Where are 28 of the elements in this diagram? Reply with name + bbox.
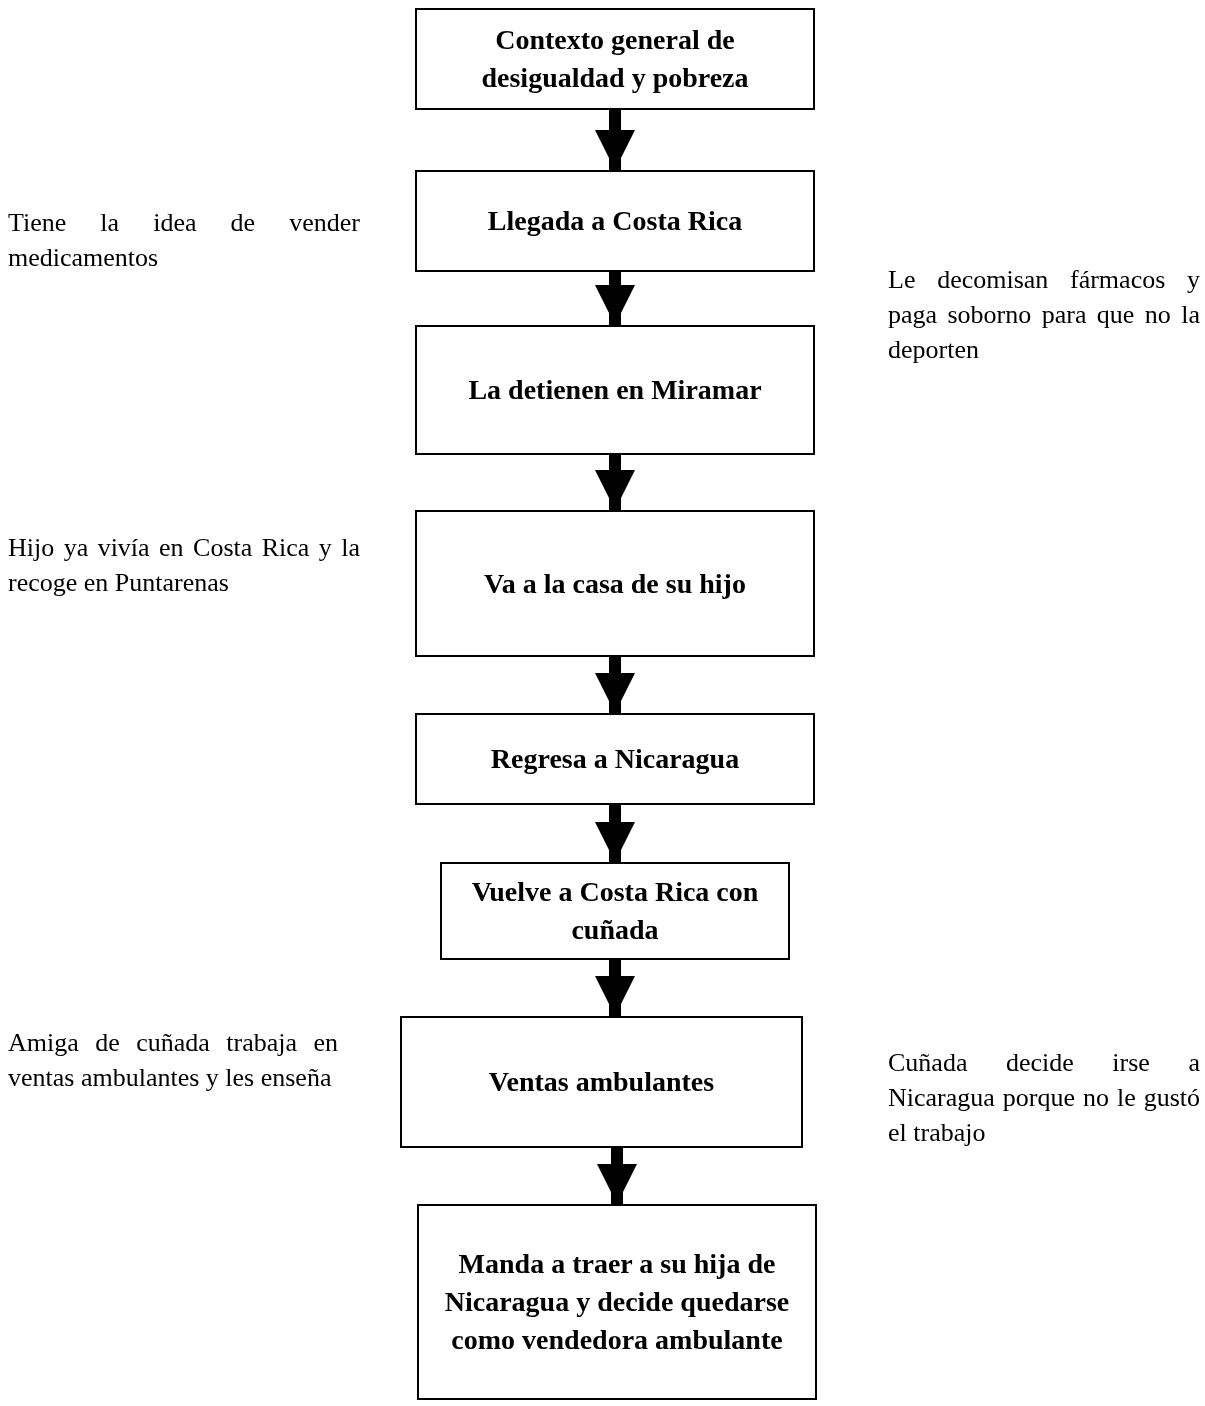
step-text: Contexto general de desigualdad y pobreza [480, 23, 750, 95]
process-box [440, 862, 790, 960]
step-text: Va a la casa de su hijo [484, 566, 746, 601]
process-box [415, 510, 815, 657]
step-text: Vuelve a Costa Rica con cuñada [470, 875, 760, 947]
step-text: Manda a traer a su hija de Nicaragua y decide quedarse como vendedora ambulante [443, 1247, 791, 1357]
step-text: La detienen en Miramar [468, 373, 762, 408]
process-box [415, 8, 815, 110]
arrow [595, 272, 635, 325]
arrow [597, 1148, 637, 1204]
process-box [400, 1016, 803, 1148]
side-note: Cuñada decide irse a Nicaragua porque no le gustó el trabajo [888, 1047, 1200, 1150]
step-text: Regresa a Nicaragua [490, 742, 740, 777]
arrow [595, 110, 635, 170]
process-box [417, 1204, 817, 1400]
side-note: Tiene la idea de vender medicamentos [8, 207, 360, 275]
side-note: Le decomisan fármacos y paga soborno para que no la deporten [888, 264, 1200, 367]
step-text: Ventas ambulantes [488, 1065, 715, 1100]
process-box [415, 170, 815, 272]
arrow [595, 805, 635, 862]
process-box [415, 325, 815, 455]
arrow [595, 455, 635, 510]
side-note: Hijo ya vivía en Costa Rica y la recoge en Puntarenas [8, 532, 360, 600]
process-box [415, 713, 815, 805]
arrow [595, 657, 635, 713]
side-note: Amiga de cuñada trabaja en ventas ambulantes y les enseña [8, 1027, 338, 1095]
step-text: Llegada a Costa Rica [487, 204, 743, 239]
arrow [595, 960, 635, 1016]
